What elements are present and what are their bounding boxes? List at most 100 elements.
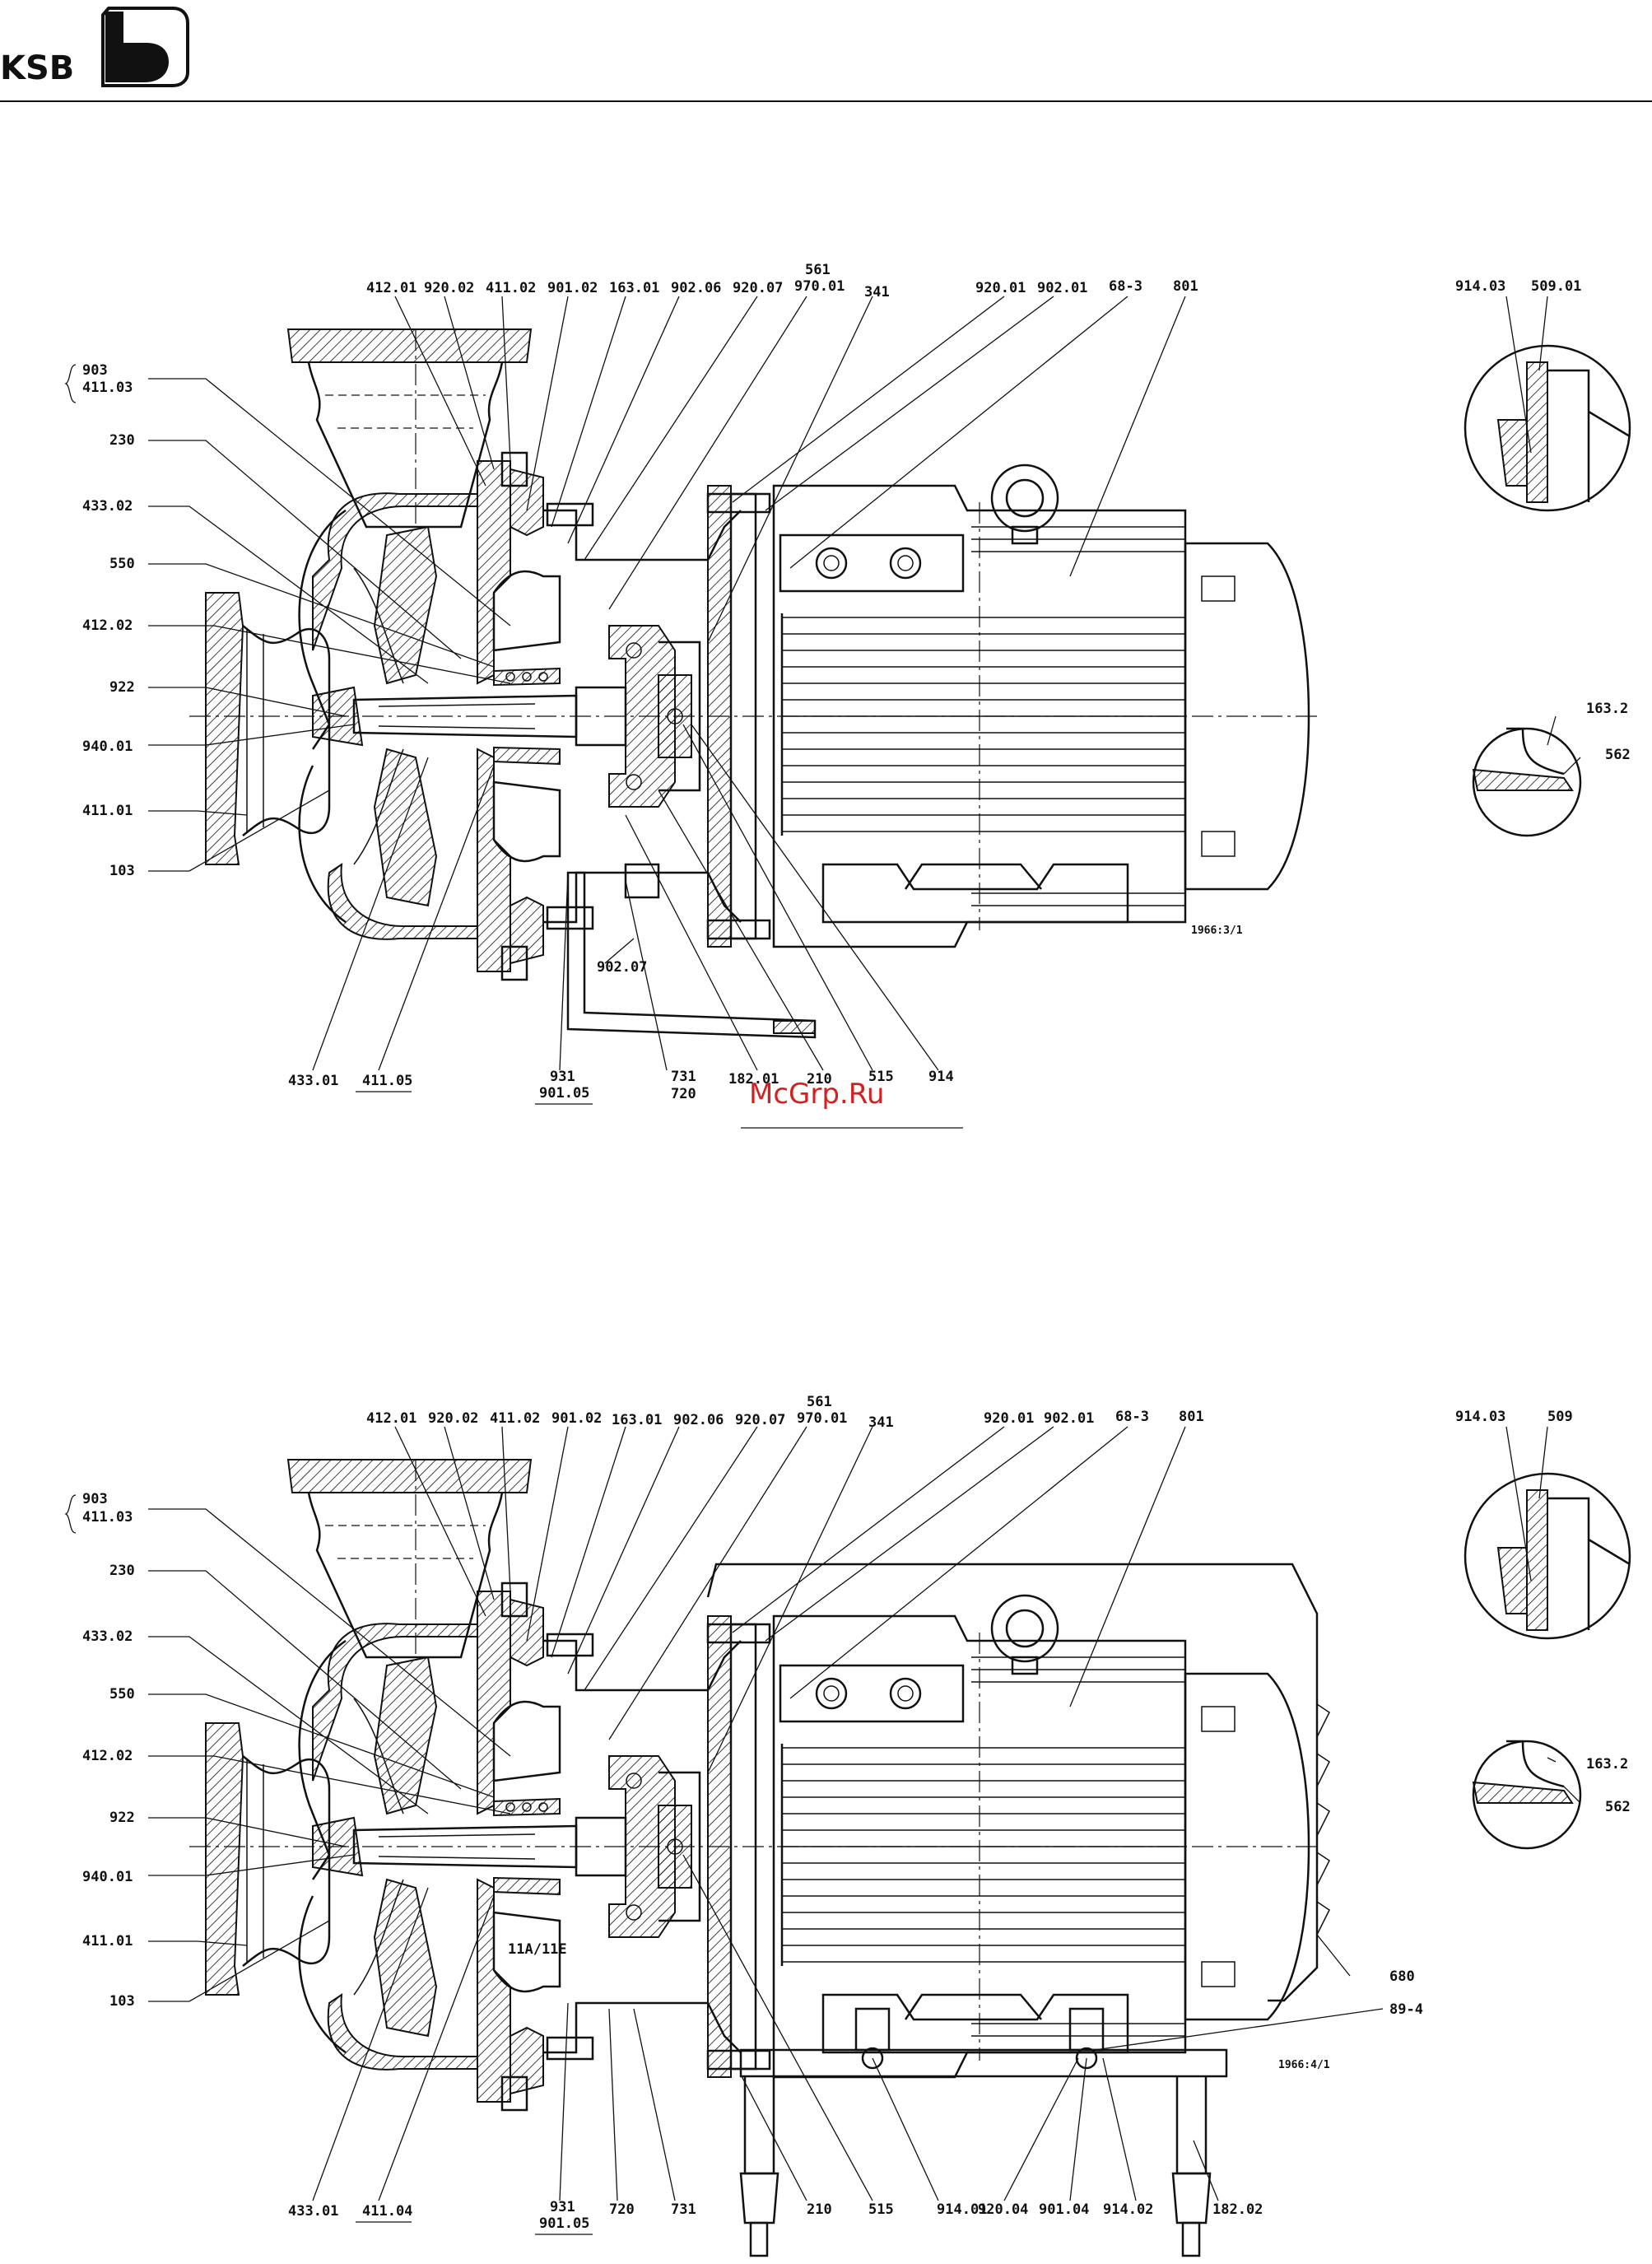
drawing-code-top: 1966:3/1: [1191, 925, 1243, 937]
label: 412.02: [82, 1748, 133, 1764]
label: 550: [109, 556, 135, 572]
label: 720: [671, 1086, 696, 1102]
logo-mark: [101, 7, 189, 87]
label: 412.02: [82, 617, 133, 634]
label: 411.05: [362, 1073, 412, 1089]
label: 940.01: [82, 1869, 133, 1885]
label: 433.02: [82, 498, 133, 515]
label: 940.01: [82, 738, 133, 755]
label: 11A/11E: [508, 1941, 567, 1958]
label: 902.06: [671, 280, 721, 296]
label: 920.04: [978, 2201, 1028, 2218]
label: 970.01: [797, 1410, 847, 1427]
label: 902.01: [1037, 280, 1087, 296]
label: 182.02: [1212, 2201, 1263, 2218]
label: 230: [109, 1563, 135, 1579]
label: 89-4: [1389, 2001, 1423, 2018]
logo-mark-b: [105, 12, 169, 82]
label: 509: [1547, 1409, 1573, 1425]
label: 163.01: [609, 280, 659, 296]
label: 922: [109, 679, 135, 696]
label: 411.03: [82, 1509, 133, 1526]
label: 903: [82, 362, 108, 379]
label: 103: [109, 863, 135, 879]
label: 341: [864, 284, 890, 300]
label: 901.02: [547, 280, 598, 296]
label: 920.07: [733, 280, 783, 296]
watermark: McGrp.Ru: [749, 1078, 884, 1111]
label: 902.07: [597, 959, 647, 976]
label: 182.01: [728, 1071, 779, 1088]
label: 341: [868, 1414, 894, 1431]
label: 68-3: [1109, 278, 1142, 295]
label: 920.02: [424, 280, 474, 296]
label: 433.02: [82, 1628, 133, 1645]
label: 433.01: [288, 1073, 338, 1089]
detail-inset-seal-top: [1472, 727, 1582, 837]
pump-view-bottom: [188, 1458, 1319, 2112]
label: 509.01: [1531, 278, 1581, 295]
label: 550: [109, 1686, 135, 1703]
label: 562: [1605, 1799, 1631, 1815]
label: 901.05: [539, 1085, 589, 1102]
label: 914.02: [1103, 2201, 1153, 2218]
label: 411.01: [82, 803, 133, 819]
label: 163.2: [1586, 701, 1628, 717]
label: 411.04: [362, 2203, 412, 2220]
label: 931: [550, 1069, 575, 1085]
label: 902.01: [1044, 1410, 1094, 1427]
detail-inset-coupling-top: [1464, 344, 1631, 512]
label: 914: [928, 1069, 954, 1085]
label: 970.01: [794, 278, 845, 295]
label: 210: [807, 2201, 832, 2218]
label: 920.02: [428, 1410, 478, 1427]
label: 931: [550, 2199, 575, 2215]
ksb-logo: KSB: [0, 7, 189, 87]
leader-lines: [148, 296, 1581, 2201]
label: 163.2: [1586, 1756, 1628, 1773]
bottom-extras: [706, 1563, 1330, 2257]
label: 922: [109, 1810, 135, 1826]
label: 411.03: [82, 380, 133, 396]
label: 103: [109, 1993, 135, 2010]
label: 901.02: [551, 1410, 602, 1427]
label: 562: [1605, 747, 1631, 763]
logo-text: KSB: [0, 49, 74, 87]
group-brackets: [64, 364, 593, 2235]
label: 801: [1173, 278, 1198, 295]
label: 720: [609, 2201, 635, 2218]
label: 412.01: [366, 280, 416, 296]
label: 914.01: [937, 2201, 987, 2218]
label: 163.01: [612, 1412, 662, 1428]
label: 411.02: [486, 280, 536, 296]
label: 561: [805, 262, 831, 278]
labels-top-view: 412.01 920.02 411.02 901.02 163.01 902.0…: [82, 262, 1631, 1102]
label: 901.05: [539, 2215, 589, 2232]
label: 920.01: [984, 1410, 1034, 1427]
label: 903: [82, 1491, 108, 1507]
label: 920.07: [735, 1412, 785, 1428]
label: 433.01: [288, 2203, 338, 2220]
label: 731: [671, 1069, 696, 1085]
label: 412.01: [366, 1410, 416, 1427]
drawing-code-bottom: 1966:4/1: [1278, 2059, 1330, 2071]
label: 801: [1179, 1409, 1204, 1425]
detail-inset-seal-bottom: [1472, 1740, 1582, 1850]
label: 515: [868, 2201, 894, 2218]
label: 230: [109, 432, 135, 449]
label: 920.01: [975, 280, 1026, 296]
label: 901.04: [1039, 2201, 1089, 2218]
pump-view-top: [188, 328, 1319, 981]
label: 515: [868, 1069, 894, 1085]
top-support-bracket: [566, 863, 817, 1039]
labels-bottom-view: 412.01 920.02 411.02 901.02 163.01 902.0…: [82, 1394, 1631, 2232]
label: 902.06: [673, 1412, 724, 1428]
label: 68-3: [1115, 1409, 1149, 1425]
label: 914.03: [1455, 1409, 1505, 1425]
label: 210: [807, 1071, 832, 1088]
label: 680: [1389, 1968, 1415, 1985]
detail-inset-coupling-bottom: [1464, 1472, 1631, 1640]
label: 411.01: [82, 1933, 133, 1950]
label: 411.02: [490, 1410, 540, 1427]
